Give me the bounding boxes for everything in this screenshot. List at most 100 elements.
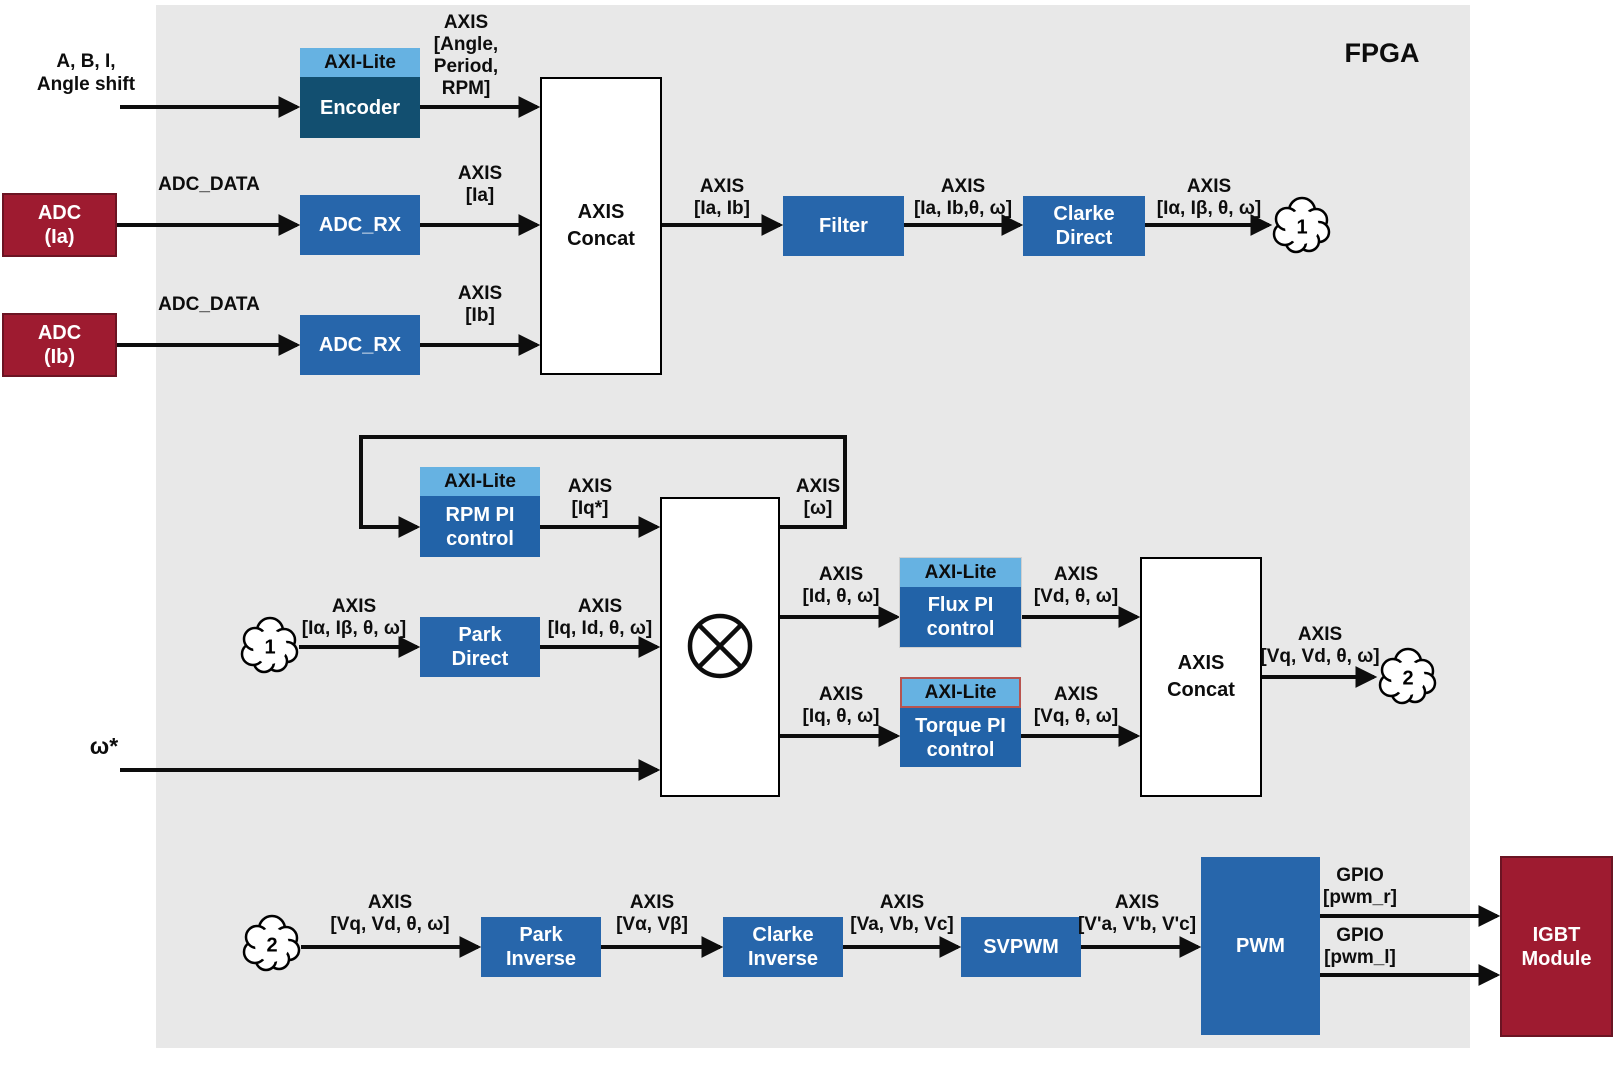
park-direct-block-line: Park <box>458 624 502 646</box>
rpm-out-label: AXIS[Iq*] <box>568 476 612 520</box>
adc-rx-ia-block: ADC_RX <box>300 195 420 255</box>
parkinv-out-label-line: [Vα, Vβ] <box>616 914 688 935</box>
clarkeinv-out-label: AXIS[Va, Vb, Vc] <box>850 892 953 936</box>
clarkeinv-out-label-line: [Va, Vb, Vc] <box>850 914 954 935</box>
multiplier-block <box>660 497 780 797</box>
mux-to-torque-label-line: AXIS <box>818 684 864 705</box>
omega-feedback-label: AXIS[ω] <box>796 476 840 520</box>
encoder-title: Encoder <box>300 77 420 138</box>
cloud2-to-parkinv-label-line: [Vq, Vd, θ, ω] <box>330 914 450 935</box>
rx-ib-out-label-line: AXIS <box>457 283 503 304</box>
park-out-label: AXIS[Iq, Id, θ, ω] <box>548 596 652 640</box>
concat2-out-label-line: [Vq, Vd, θ, ω] <box>1260 646 1380 667</box>
svpwm-out-label: AXIS[V'a, V'b, V'c] <box>1078 892 1196 936</box>
omega-feedback-label-line: AXIS <box>795 476 841 497</box>
adc-data-ib-label: ADC_DATA <box>158 294 260 315</box>
adc-ib-block: ADC(Ib) <box>2 313 117 377</box>
axis-concat-2-block: AXIS Concat <box>1140 557 1262 797</box>
mux-to-flux-label-line: [Id, θ, ω] <box>802 586 880 607</box>
cloud2-to-parkinv-label: AXIS[Vq, Vd, θ, ω] <box>330 892 449 936</box>
multiply-icon <box>687 613 753 679</box>
cloud-2-bottom-number: 2 <box>266 934 278 957</box>
rpm-pi-title-line: control <box>446 527 514 550</box>
speed-reference-label: ω* <box>89 733 119 759</box>
park-inverse-block-line: Inverse <box>505 948 577 970</box>
encoder-out-label-line: [Angle, <box>433 34 499 55</box>
encoder-input-signals-label-line: Angle shift <box>36 74 136 95</box>
pwm-block: PWM <box>1201 857 1320 1035</box>
filter-out-label-line: AXIS <box>940 176 986 197</box>
adc-ia-block-line: (Ia) <box>44 226 75 248</box>
pwm-right-out-label: GPIO[pwm_r] <box>1323 865 1397 909</box>
adc-rx-ib-block-line: ADC_RX <box>318 334 402 356</box>
flux-pi-title-line: Flux PI <box>927 594 994 616</box>
torque-out-label-line: [Vq, θ, ω] <box>1033 706 1119 727</box>
filter-out-label-line: [Ia, Ib,θ, ω] <box>913 198 1013 219</box>
pwm-right-out-label-line: [pwm_r] <box>1323 887 1397 908</box>
svpwm-out-label-line: AXIS <box>1114 892 1160 913</box>
flux-pi-title-line: control <box>926 618 995 640</box>
encoder-input-signals-label: A, B, I,Angle shift <box>37 50 135 96</box>
encoder-out-label-line: RPM] <box>441 78 491 99</box>
encoder-block: AXI-Lite Encoder <box>300 48 420 138</box>
fpga-label: FPGA <box>1344 38 1420 68</box>
axis-concat-1-block-line: Concat <box>567 228 635 250</box>
rx-ia-out-label-line: [Ia] <box>465 185 495 206</box>
clarkeinv-out-label-line: AXIS <box>879 892 925 913</box>
rpm-pi-title-line: RPM PI <box>445 503 515 526</box>
concat1-out-label: AXIS[Ia, Ib] <box>694 176 750 220</box>
encoder-out-label-line: Period, <box>433 56 499 77</box>
rx-ia-out-label: AXIS[Ia] <box>458 163 502 207</box>
torque-pi-title-line: control <box>926 738 995 761</box>
igbt-module-block-line: Module <box>1521 947 1592 970</box>
pwm-left-out-label: GPIO[pwm_l] <box>1324 925 1396 969</box>
clarke-direct-block-line: Clarke <box>1053 203 1115 225</box>
filter-block-line: Filter <box>819 215 868 237</box>
pwm-left-out-label-line: GPIO <box>1336 925 1384 946</box>
park-direct-block-line: Direct <box>451 648 509 670</box>
clarke-inverse-block-line: Inverse <box>747 948 819 970</box>
rpm-out-label-line: AXIS <box>567 476 613 497</box>
torque-pi-axi-lite-header: AXI-Lite <box>900 677 1021 708</box>
torque-out-label-line: AXIS <box>1053 684 1099 705</box>
mux-to-flux-label-line: AXIS <box>818 564 864 585</box>
cloud1-to-park-label-line: AXIS <box>331 596 377 617</box>
adc-rx-ia-block-line: ADC_RX <box>318 214 402 236</box>
cloud-1-mid-number: 1 <box>264 636 276 659</box>
rx-ia-out-label-line: AXIS <box>457 163 503 184</box>
axis-concat-2-block-line: Concat <box>1167 679 1235 701</box>
park-inverse-block-line: Park <box>519 924 563 946</box>
concat2-out-label: AXIS[Vq, Vd, θ, ω] <box>1260 624 1379 668</box>
adc-rx-ib-block: ADC_RX <box>300 315 420 375</box>
clarke-out-label-line: [Iα, Iβ, θ, ω] <box>1156 198 1262 219</box>
clarke-out-label: AXIS[Iα, Iβ, θ, ω] <box>1157 176 1261 220</box>
adc-ia-block: ADC(Ia) <box>2 193 117 257</box>
rx-ib-out-label: AXIS[Ib] <box>458 283 502 327</box>
svpwm-out-label-line: [V'a, V'b, V'c] <box>1077 914 1197 935</box>
parkinv-out-label-line: AXIS <box>629 892 675 913</box>
encoder-out-label: AXIS[Angle,Period,RPM] <box>434 12 498 100</box>
mux-to-torque-label-line: [Iq, θ, ω] <box>802 706 880 727</box>
axis-concat-1-block-line: AXIS <box>577 201 625 223</box>
mux-to-torque-label: AXIS[Iq, θ, ω] <box>803 684 880 728</box>
svpwm-block-line: SVPWM <box>983 936 1059 958</box>
encoder-input-signals-label-line: A, B, I, <box>56 51 116 72</box>
clarke-direct-block-line: Direct <box>1055 227 1113 249</box>
pwm-block-line: PWM <box>1236 935 1285 957</box>
cloud-2-mid-number: 2 <box>1402 667 1414 690</box>
axis-concat-2-block-line: AXIS <box>1177 652 1225 674</box>
igbt-module-block-line: IGBT <box>1532 923 1581 946</box>
cloud2-to-parkinv-label-line: AXIS <box>367 892 413 913</box>
encoder-out-label-line: AXIS <box>443 12 489 33</box>
axis-concat-1-block: AXIS Concat <box>540 77 662 375</box>
